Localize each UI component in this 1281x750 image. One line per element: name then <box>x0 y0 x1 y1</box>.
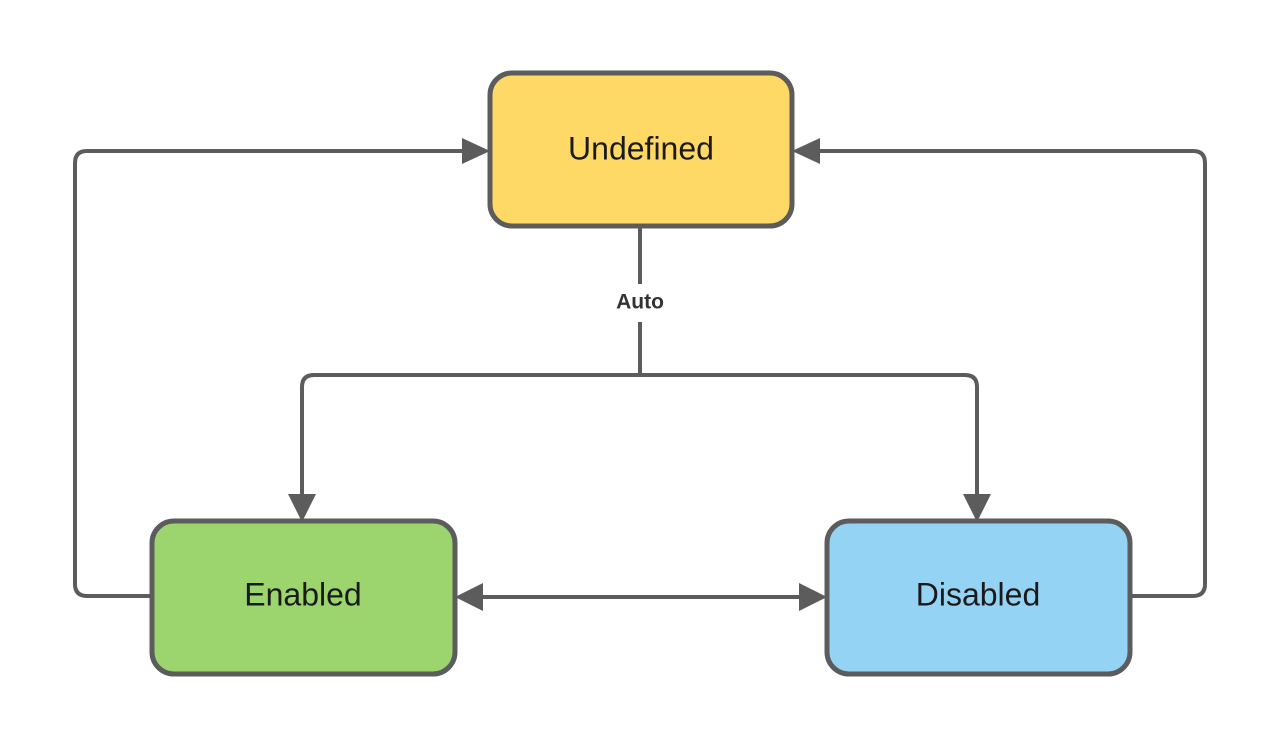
state-node-undefined[interactable]: Undefined <box>487 70 795 229</box>
edge-label-auto: Auto <box>616 291 664 314</box>
state-node-disabled[interactable]: Disabled <box>824 518 1133 677</box>
auto-label-backdrop <box>596 284 684 322</box>
edge-enabled-disabled-bidirectional[interactable] <box>455 583 827 611</box>
state-node-disabled-label: Disabled <box>916 576 1041 612</box>
state-node-undefined-shape <box>487 70 795 229</box>
arrow-head-into-disabled-left <box>799 583 827 611</box>
arrow-head-into-enabled-right <box>455 583 483 611</box>
arrow-head-into-undefined-right <box>792 138 820 164</box>
arrow-head-into-undefined-left <box>462 138 490 164</box>
edge-enabled-to-undefined-path <box>73 149 470 598</box>
edge-disabled-to-undefined[interactable] <box>792 138 1207 598</box>
arrow-head-into-enabled-top <box>288 494 316 522</box>
edge-auto-branch-enabled <box>300 373 640 505</box>
state-node-enabled-shape <box>149 518 458 677</box>
arrow-head-into-disabled-top <box>963 494 991 522</box>
edge-auto-split[interactable]: Auto <box>288 226 991 522</box>
state-node-undefined-label: Undefined <box>568 130 714 166</box>
edge-enabled-to-undefined[interactable] <box>73 138 490 598</box>
state-node-enabled[interactable]: Enabled <box>149 518 458 677</box>
state-node-enabled-label: Enabled <box>244 576 361 612</box>
edge-disabled-to-undefined-path <box>812 149 1207 598</box>
state-node-disabled-shape <box>824 518 1133 677</box>
edge-auto-branch-disabled <box>640 373 979 505</box>
